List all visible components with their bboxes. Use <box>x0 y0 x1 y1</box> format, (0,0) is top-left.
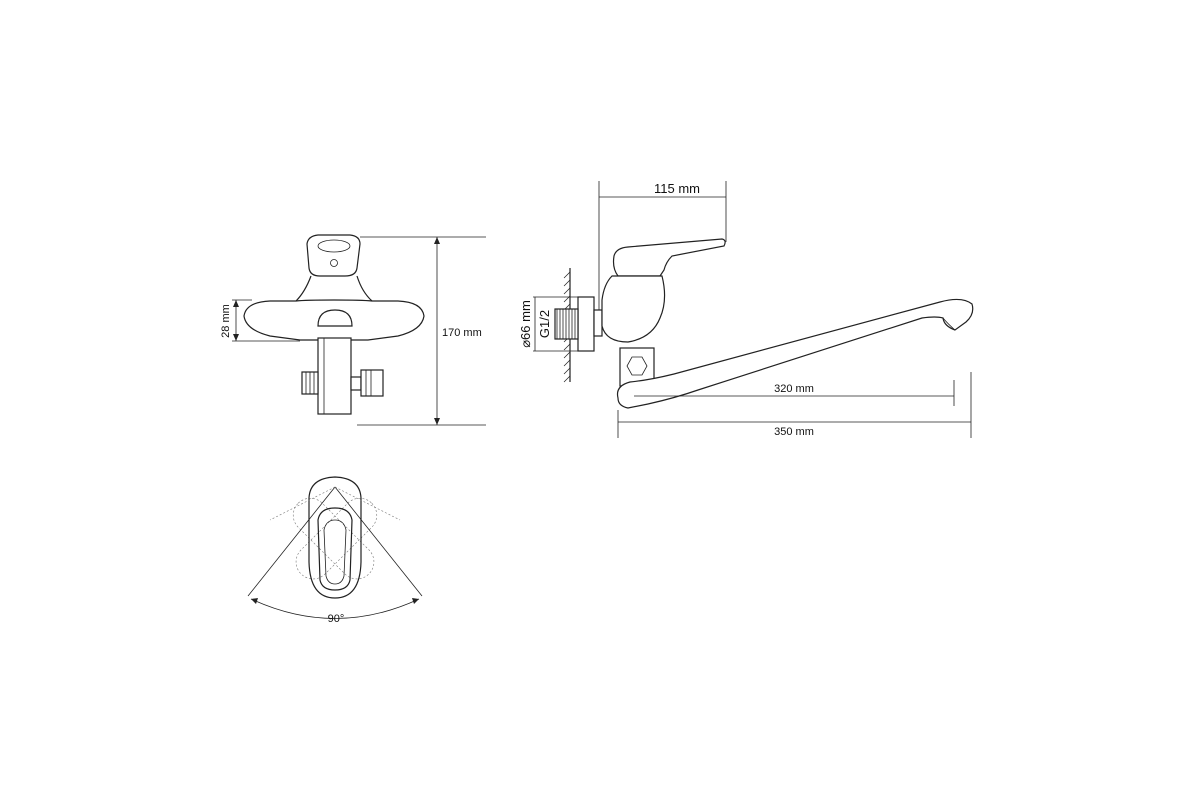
wall-flange <box>577 296 595 352</box>
hex-nut <box>626 356 648 376</box>
spout-aerator <box>942 317 956 331</box>
front-right-stub <box>350 376 362 391</box>
top-view: 90° <box>247 476 423 625</box>
angle-ray-left <box>247 486 336 597</box>
threaded-fitting <box>554 308 579 340</box>
dim-body-height-label: 28 mm <box>220 304 232 338</box>
dim-overall-length-label: 350 mm <box>774 426 814 438</box>
top-base-outline <box>308 476 362 599</box>
front-lever-slot <box>317 239 351 253</box>
front-center-dome <box>317 309 353 327</box>
side-lever <box>612 238 726 277</box>
thread-marks <box>556 309 576 339</box>
front-right-connector <box>360 369 384 397</box>
angle-ray-right <box>334 486 423 597</box>
dim-spout-reach-label: 320 mm <box>774 383 814 395</box>
top-lever-inner <box>323 519 347 585</box>
side-body <box>601 275 666 343</box>
dim-handle-reach-label: 115 mm <box>654 181 700 196</box>
top-lever-outline <box>317 507 353 591</box>
front-neck <box>295 275 373 302</box>
angle-arc <box>250 598 420 619</box>
dim-thread-label: G1/2 <box>537 310 552 338</box>
dim-total-height-label: 170 mm <box>442 327 482 339</box>
lever-rotated-left <box>292 497 375 580</box>
front-indicator-dot <box>330 259 338 267</box>
front-stem <box>317 337 352 415</box>
angle-label: 90° <box>328 613 345 625</box>
front-lever <box>306 234 361 277</box>
front-view: 28 mm 170 mm <box>220 234 486 426</box>
lever-rotated-right <box>295 497 378 580</box>
side-nut <box>593 309 603 337</box>
dim-flange-diameter-label: ⌀66 mm <box>518 300 533 348</box>
side-view: ⌀66 mm G1/2 115 mm 320 mm 350 mm <box>518 181 974 438</box>
